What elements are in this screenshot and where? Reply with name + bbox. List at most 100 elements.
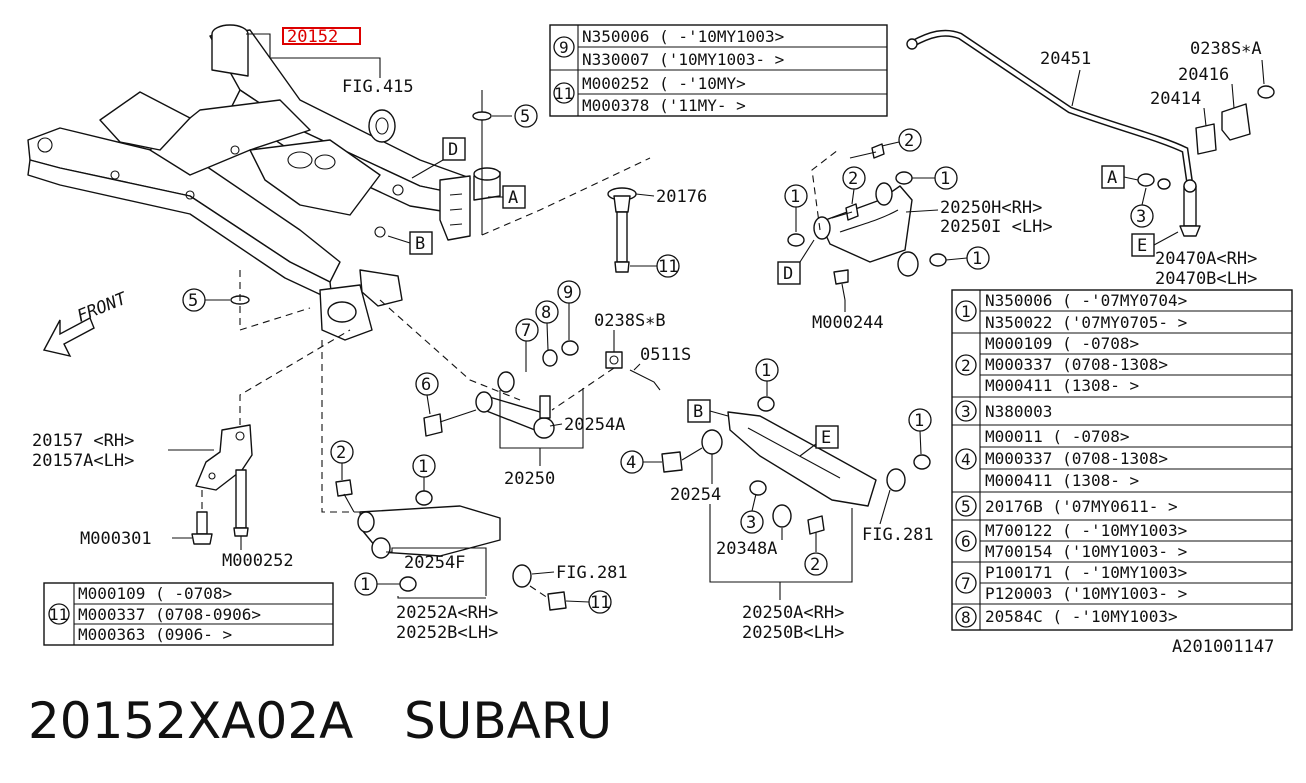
svg-text:2: 2 xyxy=(848,169,858,189)
label-20416[interactable]: 20416 xyxy=(1178,65,1229,85)
svg-text:5: 5 xyxy=(520,107,530,127)
label-20250H[interactable]: 20250H<RH> xyxy=(940,198,1042,218)
svg-text:3: 3 xyxy=(961,402,971,421)
label-0238S-B[interactable]: 0238S∗B xyxy=(594,311,666,331)
svg-text:1: 1 xyxy=(360,575,370,595)
upper-arm-20250H[interactable] xyxy=(813,182,919,277)
label-20250B[interactable]: 20250B<LH> xyxy=(742,623,844,643)
label-20254A[interactable]: 20254A xyxy=(564,415,625,435)
stabilizer-link-20470[interactable] xyxy=(1137,173,1201,237)
nut-1-trailing-right[interactable] xyxy=(913,454,931,470)
caption-part-number: 20152XA02A xyxy=(28,692,353,750)
bolt-m000301[interactable] xyxy=(191,511,213,545)
nut-1-lower-arm-bottom[interactable] xyxy=(399,576,417,592)
svg-text:2: 2 xyxy=(336,443,346,463)
bolt-2-mid[interactable] xyxy=(831,203,859,221)
svg-text:P100171 ( -'10MY1003>: P100171 ( -'10MY1003> xyxy=(985,563,1187,582)
svg-text:N350022 ('07MY0705- >: N350022 ('07MY0705- > xyxy=(985,313,1187,332)
nut-1-lower-arm-top[interactable] xyxy=(415,490,433,506)
nut-1-lower[interactable] xyxy=(929,253,947,267)
svg-text:B: B xyxy=(415,234,425,254)
label-m000301[interactable]: M000301 xyxy=(80,529,152,549)
label-20451[interactable]: 20451 xyxy=(1040,49,1091,69)
label-20157[interactable]: 20157 <RH> xyxy=(32,431,134,451)
bolt-2-lower-arm[interactable] xyxy=(335,479,355,513)
svg-text:11: 11 xyxy=(554,84,573,103)
svg-text:N350006 ( -'10MY1003>: N350006 ( -'10MY1003> xyxy=(582,27,784,46)
stabilizer-bushing-20414[interactable] xyxy=(1195,123,1217,155)
highlighted-part-number[interactable]: 20152 xyxy=(282,27,361,47)
nut-0238S-B[interactable] xyxy=(605,351,623,369)
label-m000252[interactable]: M000252 xyxy=(222,551,294,571)
bolt-2-trailing[interactable] xyxy=(807,515,825,552)
label-20252A[interactable]: 20252A<RH> xyxy=(396,603,498,623)
label-20157A[interactable]: 20157A<LH> xyxy=(32,451,134,471)
bushing-7[interactable] xyxy=(497,371,515,393)
svg-text:1: 1 xyxy=(961,302,971,321)
label-fig415[interactable]: FIG.415 xyxy=(342,77,414,97)
svg-text:M000337 (0708-0906>: M000337 (0708-0906> xyxy=(78,605,261,624)
bolt-20176[interactable] xyxy=(607,187,637,273)
label-m000244[interactable]: M000244 xyxy=(812,313,884,333)
callout-7 xyxy=(515,318,539,342)
bolt-4[interactable] xyxy=(661,447,703,473)
svg-text:9: 9 xyxy=(563,283,573,303)
mount-bushing-a[interactable] xyxy=(473,167,501,201)
svg-text:M700122 ( -'10MY1003>: M700122 ( -'10MY1003> xyxy=(985,521,1187,540)
svg-text:20152: 20152 xyxy=(287,27,338,47)
nut-1-upper[interactable] xyxy=(895,171,913,185)
bracket-20157[interactable] xyxy=(195,424,253,491)
svg-text:M700154 ('10MY1003- >: M700154 ('10MY1003- > xyxy=(985,542,1187,561)
subframe-bushing[interactable] xyxy=(368,109,396,143)
lower-arm-20252A[interactable] xyxy=(357,505,532,588)
bolt-m000244[interactable] xyxy=(833,269,849,301)
label-fig281b[interactable]: FIG.281 xyxy=(862,525,934,545)
label-20250I[interactable]: 20250I <LH> xyxy=(940,217,1053,237)
bolt-11-lower-arm[interactable] xyxy=(547,591,567,611)
label-fig281a[interactable]: FIG.281 xyxy=(556,563,628,583)
letter-D-subframe: D xyxy=(442,137,466,161)
label-20250A[interactable]: 20250A<RH> xyxy=(742,603,844,623)
label-0511S[interactable]: 0511S xyxy=(640,345,691,365)
svg-text:5: 5 xyxy=(961,497,971,516)
nut-9[interactable] xyxy=(561,340,579,356)
svg-text:1: 1 xyxy=(418,457,428,477)
svg-text:6: 6 xyxy=(421,375,431,395)
svg-text:M000411 (1308- >: M000411 (1308- > xyxy=(985,471,1139,490)
label-20252B[interactable]: 20252B<LH> xyxy=(396,623,498,643)
label-20250[interactable]: 20250 xyxy=(504,469,555,489)
svg-text:20584C ( -'10MY1003>: 20584C ( -'10MY1003> xyxy=(985,607,1178,626)
callout-2-upper-a xyxy=(898,128,922,152)
label-20254F[interactable]: 20254F xyxy=(404,553,465,573)
label-20470B[interactable]: 20470B<LH> xyxy=(1155,269,1257,289)
table-bottom-left-11: 11 M000109 ( -0708> M000337 (0708-0906> … xyxy=(43,582,334,646)
bolt-2-upper[interactable] xyxy=(849,143,885,159)
label-0238S-A[interactable]: 0238S∗A xyxy=(1190,39,1262,59)
label-20470A[interactable]: 20470A<RH> xyxy=(1155,249,1257,269)
svg-text:4: 4 xyxy=(626,453,636,473)
svg-text:20176B ('07MY0611- >: 20176B ('07MY0611- > xyxy=(985,497,1178,516)
trailing-arm-20250A[interactable] xyxy=(701,411,906,528)
svg-text:A: A xyxy=(508,188,518,208)
lateral-link-20250[interactable] xyxy=(475,391,555,439)
table-right-1-8: 1 N350006 ( -'07MY0704> N350022 ('07MY07… xyxy=(951,289,1293,631)
washer-8[interactable] xyxy=(542,349,558,367)
label-20414[interactable]: 20414 xyxy=(1150,89,1201,109)
svg-text:2: 2 xyxy=(961,356,971,375)
rear-subframe-20152[interactable] xyxy=(27,24,471,341)
label-20348A[interactable]: 20348A xyxy=(716,539,777,559)
label-20176[interactable]: 20176 xyxy=(656,187,707,207)
svg-text:6: 6 xyxy=(961,532,971,551)
svg-text:E: E xyxy=(1137,236,1147,256)
bolt-m000252[interactable] xyxy=(233,469,249,537)
svg-text:M000411 (1308- >: M000411 (1308- > xyxy=(985,376,1139,395)
label-20254[interactable]: 20254 xyxy=(670,485,721,505)
svg-text:3: 3 xyxy=(1136,207,1146,227)
bolt-6[interactable] xyxy=(423,409,477,437)
nut-1-trailing-top[interactable] xyxy=(757,396,775,412)
cotter-pin-0511S[interactable] xyxy=(629,369,661,391)
nut-0238S-A[interactable] xyxy=(1257,85,1275,99)
stabilizer-clamp-20416[interactable] xyxy=(1221,103,1251,141)
stabilizer-bar-20451[interactable] xyxy=(906,29,1194,189)
nut-1-left[interactable] xyxy=(787,233,805,247)
